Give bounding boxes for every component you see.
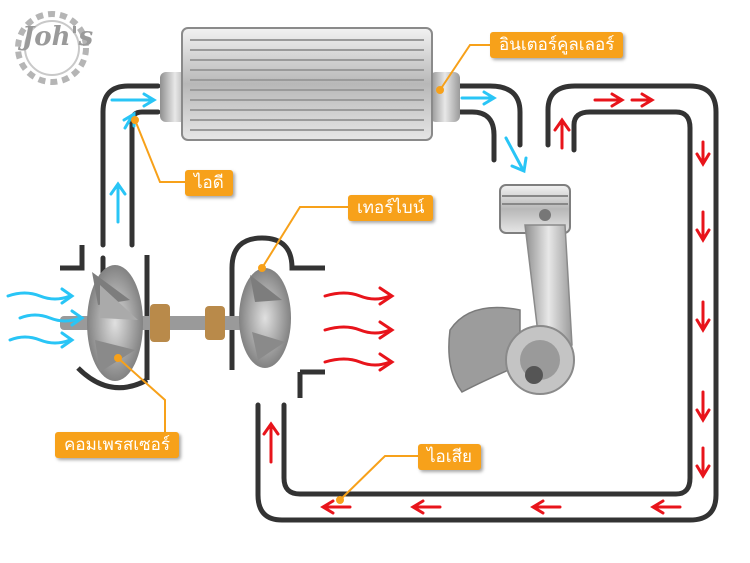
- exhaust-flow-arrows: [262, 92, 711, 515]
- turbine-label: เทอร์ไบน์: [348, 195, 434, 221]
- logo-text: Joh's: [22, 22, 94, 52]
- intercooler-label: อินเตอร์คูลเลอร์: [490, 32, 624, 58]
- intake-pipe: [100, 83, 161, 278]
- intake-label: ไอดี: [185, 170, 233, 196]
- label-leaders: [114, 44, 490, 504]
- exhaust-pipe: [255, 83, 719, 523]
- turbine-wheel-icon: [239, 268, 291, 368]
- piston-crank-icon: [448, 184, 575, 395]
- exhaust-label: ไอเสีย: [418, 444, 481, 470]
- compressor-wheel-icon: [87, 265, 143, 381]
- turbine-housing: [229, 235, 325, 398]
- gear-logo-icon: [15, 11, 89, 85]
- compressor-label: คอมเพรสเซอร์: [55, 432, 180, 458]
- intercooler-icon: [160, 27, 460, 141]
- intake-flow-arrows: [6, 90, 528, 349]
- charge-pipe: [457, 83, 523, 163]
